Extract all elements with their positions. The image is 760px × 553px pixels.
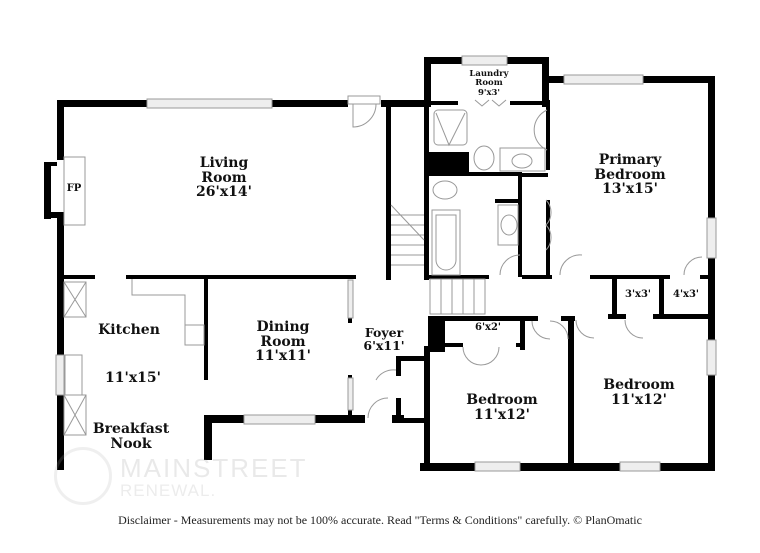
disclaimer-text: Disclaimer - Measurements may not be 100…: [118, 513, 642, 527]
room-label-primary-bedroom: Primary Bedroom 13'x15': [594, 153, 665, 197]
room-size: 11'x15': [105, 370, 161, 386]
watermark-logo: MAINSTREET RENEWAL.: [54, 447, 306, 507]
room-size: 9'x3': [477, 87, 501, 98]
room-label-bedroom-3: Bedroom 11'x12': [603, 378, 674, 407]
room-size: 26'x14': [196, 184, 252, 201]
room-name: Room: [475, 78, 503, 89]
room-label-closet-3x3: 3'x3': [624, 289, 652, 301]
room-label-living-room: Living Room 26'x14': [196, 156, 252, 200]
room-size: 11'x12': [611, 391, 667, 408]
room-label-fireplace: FP: [66, 183, 82, 195]
walls: [44, 57, 715, 471]
room-size: 3'x3': [624, 289, 652, 300]
room-size: 4'x3': [672, 289, 700, 300]
room-name: Breakfast: [92, 421, 170, 437]
room-size: 6'x2': [474, 322, 502, 333]
room-name: Room: [260, 333, 306, 350]
room-size: 6'x11': [363, 338, 405, 354]
room-label-closet-6x2: 6'x2': [474, 322, 502, 334]
fixtures: [55, 55, 717, 472]
room-label-closet-4x3: 4'x3': [672, 289, 700, 301]
room-size-kitchen: 11'x15': [105, 371, 161, 386]
room-size: 11'x12': [474, 406, 530, 423]
room-name: Foyer: [364, 325, 404, 340]
room-name: Primary: [598, 152, 662, 168]
fireplace-label: FP: [66, 183, 82, 194]
room-name: Laundry: [469, 69, 509, 79]
room-label-bedroom-2: Bedroom 11'x12': [466, 393, 537, 422]
room-name: Bedroom: [603, 377, 675, 393]
room-label-foyer: Foyer 6'x11': [363, 326, 404, 352]
room-name: Kitchen: [98, 322, 160, 338]
room-name: Nook: [110, 435, 152, 452]
room-label-kitchen: Kitchen: [98, 323, 160, 338]
room-name: Room: [201, 169, 247, 186]
room-label-breakfast-nook: Breakfast Nook: [93, 422, 169, 451]
watermark-line2: RENEWAL.: [120, 481, 217, 500]
room-label-laundry-room: Laundry Room 9'x3': [469, 69, 509, 98]
room-label-dining-room: Dining Room 11'x11': [255, 320, 311, 364]
room-name: Dining: [256, 319, 310, 335]
room-name: Bedroom: [594, 166, 666, 183]
room-size: 13'x15': [602, 181, 658, 198]
room-name: Bedroom: [466, 392, 538, 408]
room-name: Living: [199, 155, 249, 171]
room-size: 11'x11': [255, 348, 311, 365]
logo-circle-icon: [54, 447, 112, 505]
watermark-line1: MAINSTREET: [120, 453, 308, 483]
